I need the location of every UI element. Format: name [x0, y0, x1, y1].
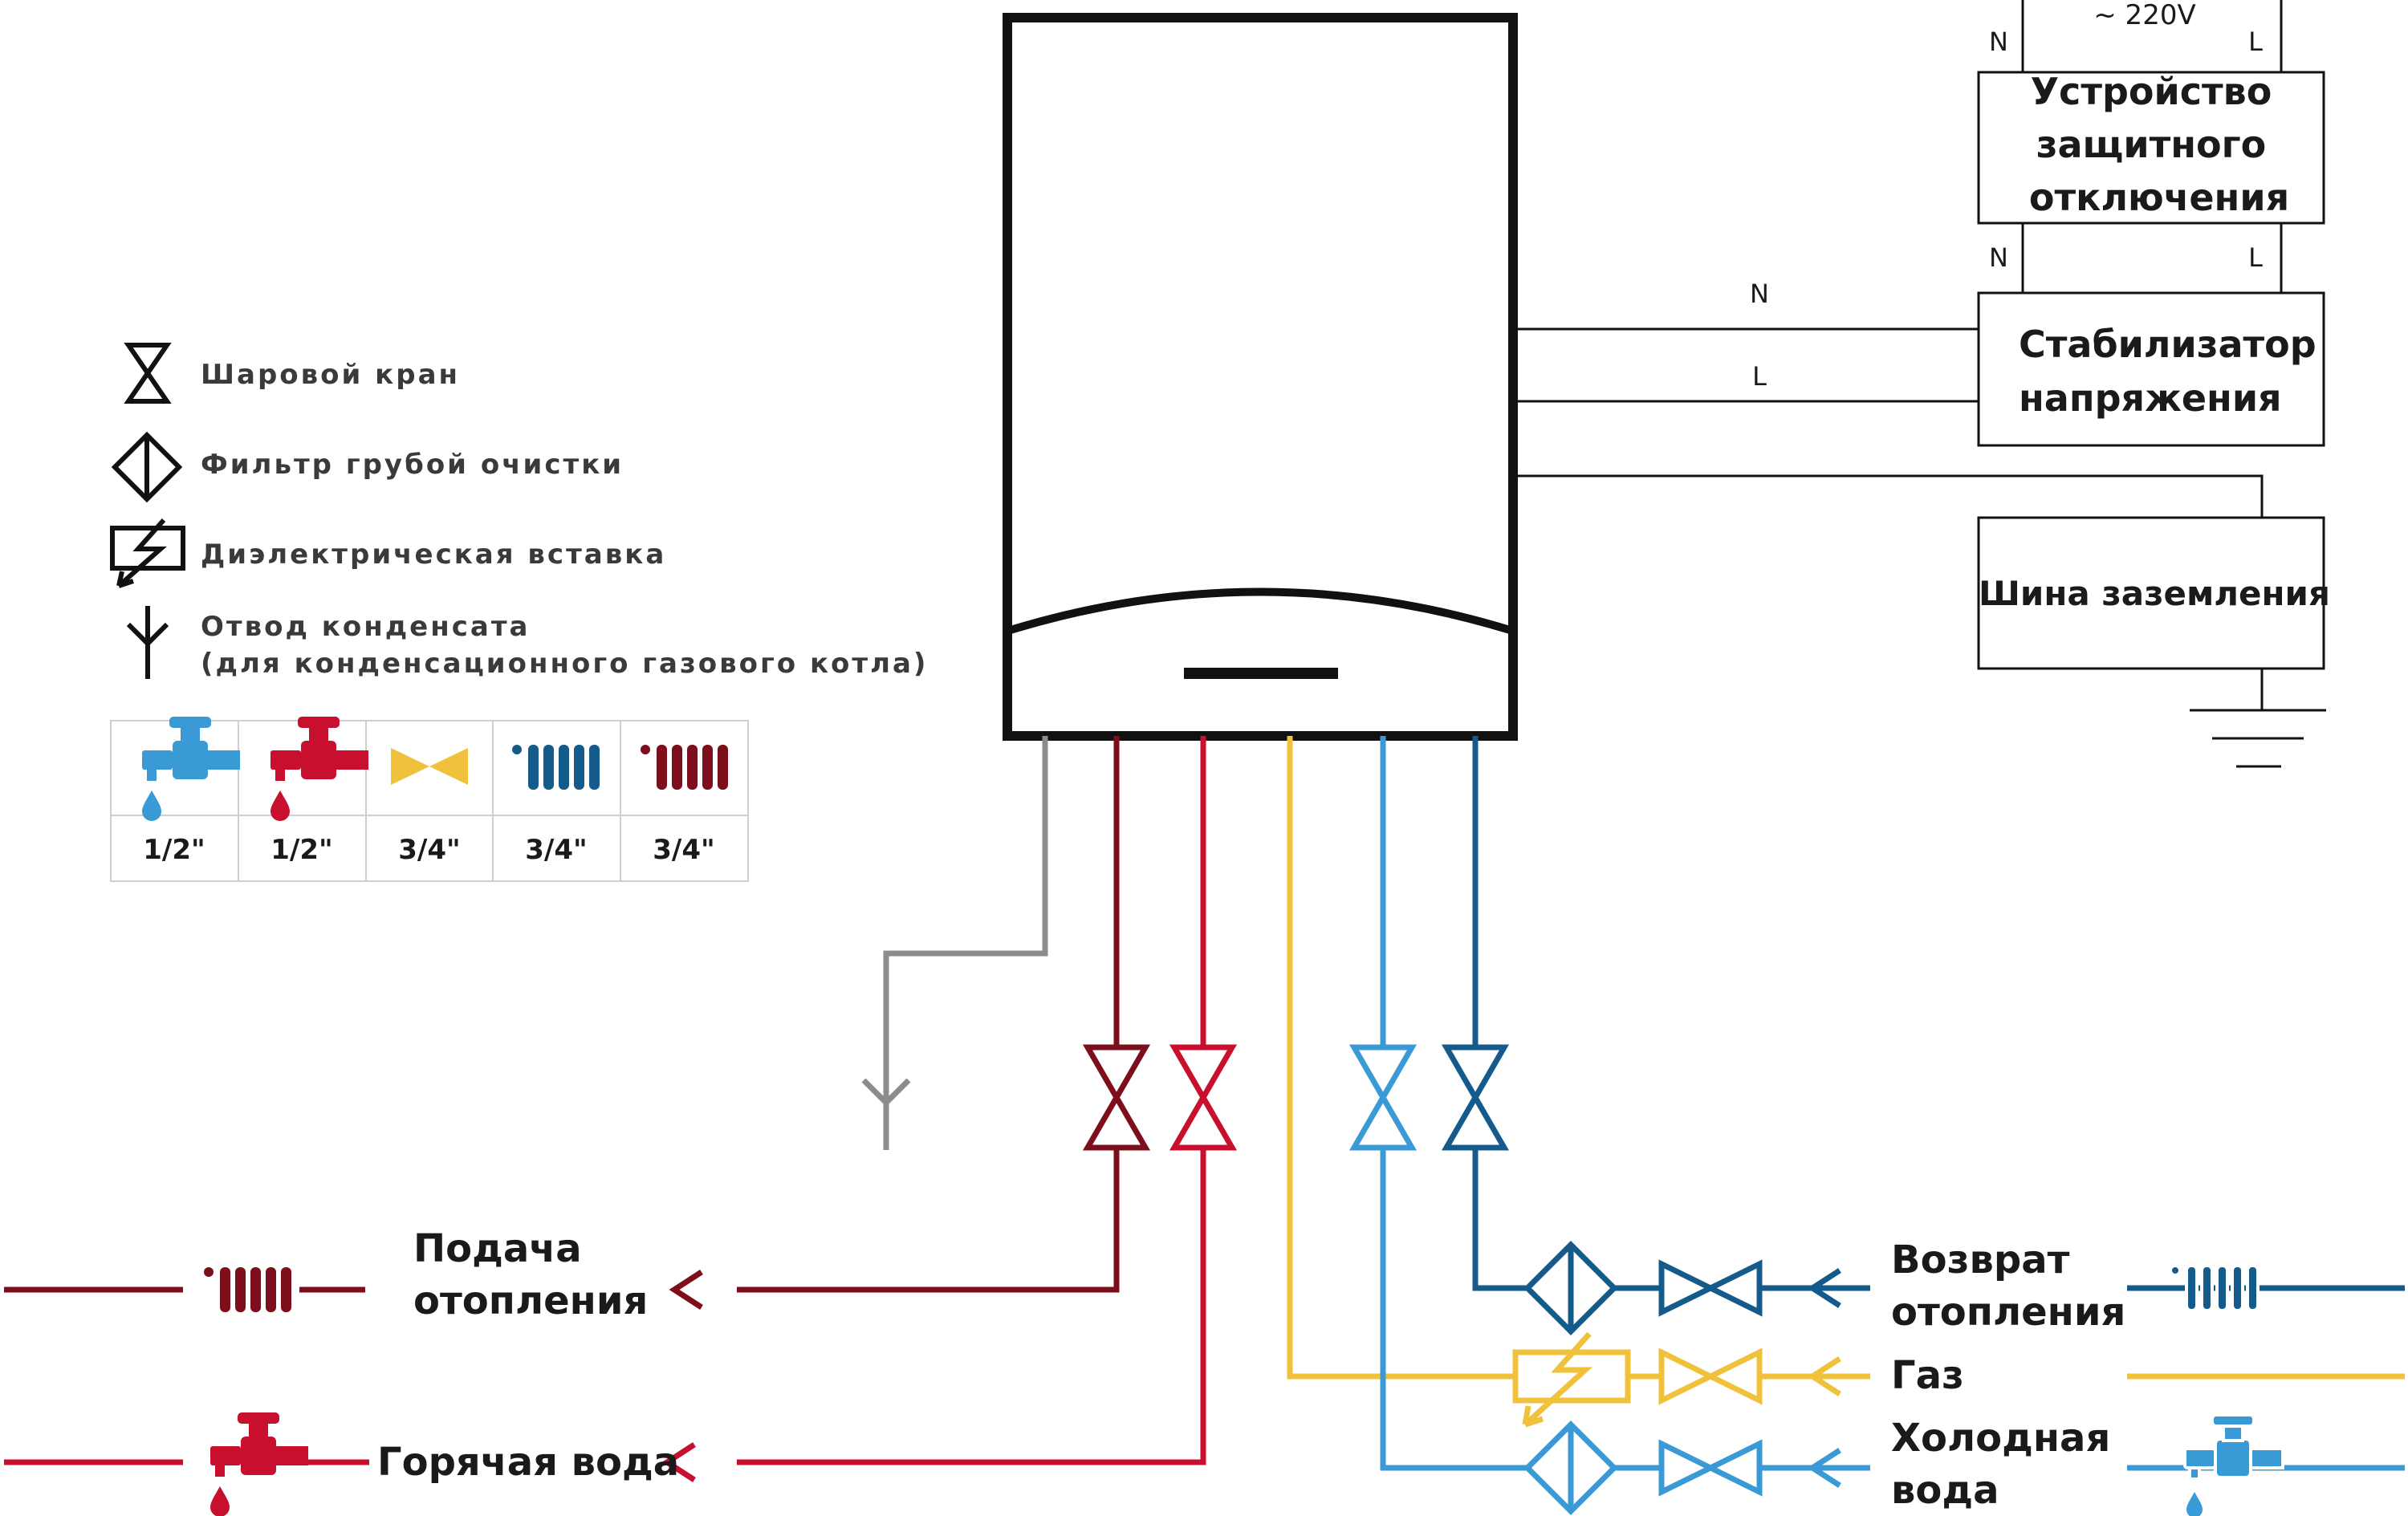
ground-bus-box [1977, 516, 2325, 670]
cold-water-arrow [1807, 1448, 1841, 1488]
voltage-label: ~ 220V [2093, 0, 2195, 31]
gas-valve-icon [391, 748, 468, 785]
wire-l-label: L [1752, 361, 1767, 392]
pipe-labels: Подача отопления Горячая вода Возврат от… [377, 1226, 2125, 1513]
wire-ground [1518, 474, 2264, 518]
cold-water-filter [1523, 1420, 1618, 1515]
stabilizer-box [1977, 291, 2325, 447]
electrical-section: ~ 220V N L Устройство защитного отключен… [1518, 0, 2330, 768]
heating-supply-radiator-symbol [204, 1267, 291, 1312]
legend-filter: Фильтр грубой очистки [201, 449, 624, 481]
size-gas: 3/4" [398, 834, 460, 866]
heating-return-label-line2: отопления [1891, 1290, 2125, 1335]
heating-supply-valve [1082, 1044, 1151, 1151]
heating-supply-label-line1: Подача [413, 1226, 582, 1271]
stab-in-l-label: L [2248, 242, 2263, 273]
pipes [4, 736, 2405, 1516]
gas-valve [1658, 1347, 1763, 1405]
rcd-in-n-label: N [1989, 26, 2008, 57]
ground-symbol [2190, 669, 2326, 768]
rcd-box [1977, 71, 2325, 225]
hot-water-label: Горячая вода [377, 1440, 679, 1485]
hot-water-pipe [737, 736, 1206, 1465]
heating-return-label-line1: Возврат [1891, 1238, 2070, 1282]
hot-water-valve [1169, 1044, 1238, 1151]
heating-return-inlet-valve [1441, 1044, 1510, 1151]
boiler [1003, 13, 1518, 741]
hot-water-arrow [661, 1442, 696, 1482]
legend-condensate-line1: Отвод конденсата [201, 611, 530, 643]
pipe-size-table: 1/2" 1/2" 3/4" 3/4" 3/4" [110, 717, 749, 882]
size-cold-water: 1/2" [143, 834, 205, 866]
rcd-label-line3: отключения [2029, 176, 2289, 219]
cold-water-label-line1: Холодная [1891, 1416, 2110, 1461]
cold-water-tap-icon [142, 717, 240, 821]
rcd-label-line1: Устройство [2031, 70, 2272, 113]
cold-water-inlet-valve [1348, 1044, 1418, 1151]
stabilizer-label-line2: напряжения [2019, 376, 2282, 420]
size-heating-return: 3/4" [525, 834, 587, 866]
dielectric-legend-icon [110, 518, 185, 588]
stab-in-n-label: N [1989, 242, 2008, 273]
boiler-display-slot [1184, 668, 1338, 679]
hot-water-tap-icon [270, 717, 368, 821]
stabilizer-label-line1: Стабилизатор [2019, 323, 2316, 366]
wire-n-label: N [1750, 278, 1769, 309]
legend-ball-valve: Шаровой кран [201, 359, 460, 391]
boiler-panel-curve [1009, 587, 1511, 634]
gas-label: Газ [1891, 1353, 1964, 1398]
gas-arrow [1807, 1356, 1841, 1396]
filter-legend-icon [111, 431, 183, 503]
heating-supply-radiator-icon [641, 745, 728, 790]
rcd-in-l-label: L [2248, 26, 2263, 57]
condensate-legend-icon [126, 606, 169, 679]
condensate-pipe [883, 736, 1048, 1150]
rcd-label-line2: защитного [2036, 123, 2267, 166]
cold-water-valve [1658, 1439, 1763, 1497]
gas-dielectric-insert [1512, 1331, 1631, 1428]
heating-return-pipe [1472, 736, 2405, 1291]
legend-condensate-line2: (для конденсационного газового котла) [201, 648, 928, 680]
heating-return-radiator-icon [512, 745, 600, 790]
size-heating-supply: 3/4" [653, 834, 714, 866]
hot-water-tap-symbol [210, 1412, 308, 1516]
ground-bus-label: Шина заземления [1979, 574, 2330, 613]
heating-return-arrow [1807, 1268, 1841, 1308]
heating-return-filter [1523, 1241, 1618, 1335]
condensate-drain-symbol [861, 1078, 911, 1107]
cold-water-label-line2: вода [1891, 1468, 1999, 1513]
ball-valve-legend-icon [124, 343, 172, 404]
heating-supply-pipe [737, 736, 1120, 1293]
heating-supply-label-line2: отопления [413, 1278, 648, 1323]
legend-dielectric: Диэлектрическая вставка [201, 539, 666, 571]
legend: Шаровой кран Фильтр грубой очистки Диэле… [110, 343, 928, 680]
heating-supply-arrow [669, 1270, 703, 1310]
heating-return-valve [1658, 1259, 1763, 1317]
size-hot-water: 1/2" [270, 834, 332, 866]
